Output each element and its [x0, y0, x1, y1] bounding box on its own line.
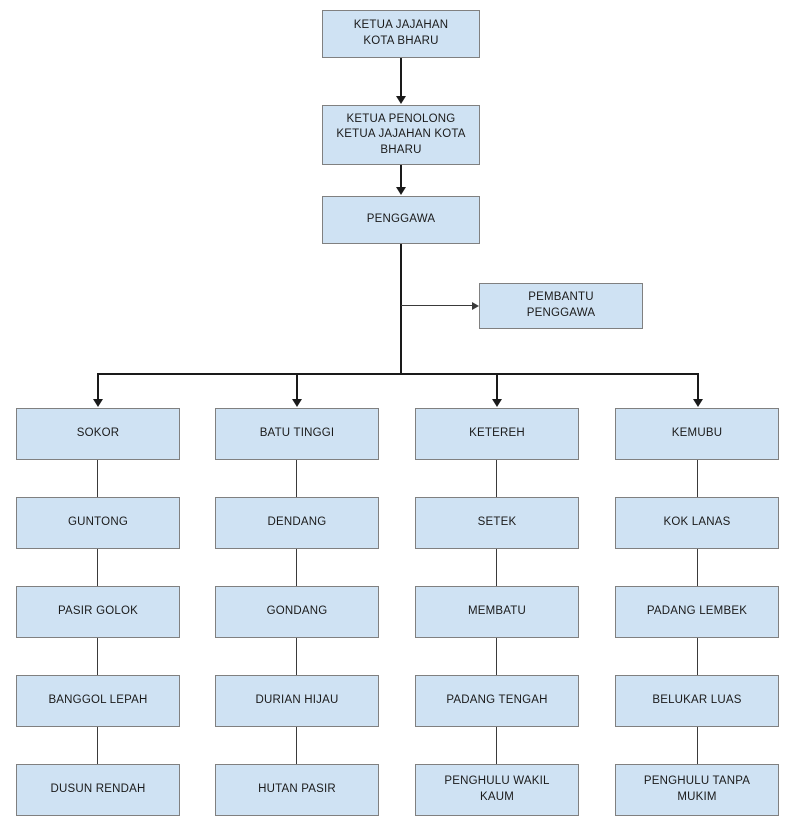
node-label: DUSUN RENDAH [50, 783, 146, 796]
connector-column-4-row-1 [697, 460, 698, 497]
node-column-3-item-3[interactable]: PADANG TENGAH [415, 675, 579, 727]
node-label: DENDANG [267, 516, 327, 529]
node-label: KEMUBU [671, 427, 723, 440]
node-label: KETUA JAJAHAN KOTA BHARU [353, 19, 449, 47]
node-label: PENGGAWA [366, 213, 436, 226]
connector-column-2-row-1 [296, 460, 297, 497]
node-column-1-item-2[interactable]: PASIR GOLOK [16, 586, 180, 638]
node-label: BANGGOL LEPAH [48, 694, 148, 707]
node-column-3-head[interactable]: KETEREH [415, 408, 579, 460]
node-label: PENGHULU WAKIL KAUM [444, 775, 550, 803]
node-column-3-item-4[interactable]: PENGHULU WAKIL KAUM [415, 764, 579, 816]
connector-column-4-row-4 [697, 727, 698, 764]
node-penggawa[interactable]: PENGGAWA [322, 196, 480, 244]
connector-drop-column-2 [296, 373, 298, 400]
arrowhead-penolong-to-penggawa [396, 187, 406, 195]
connector-column-1-row-2 [97, 549, 98, 586]
node-column-2-item-3[interactable]: DURIAN HIJAU [215, 675, 379, 727]
connector-penggawa-to-pembantu [401, 305, 472, 306]
node-label: PASIR GOLOK [58, 605, 138, 618]
node-column-4-head[interactable]: KEMUBU [615, 408, 779, 460]
node-label: KETUA PENOLONG KETUA JAJAHAN KOTA BHARU [336, 112, 466, 156]
connector-penolong-to-penggawa [400, 165, 402, 188]
node-pembantu-penggawa[interactable]: PEMBANTU PENGGAWA [479, 283, 643, 329]
node-label: MEMBATU [467, 605, 527, 618]
node-column-1-head[interactable]: SOKOR [16, 408, 180, 460]
arrowhead-column-2 [292, 399, 302, 407]
connector-column-3-row-2 [496, 549, 497, 586]
connector-penggawa-trunk [400, 244, 402, 374]
node-label: BELUKAR LUAS [652, 694, 742, 707]
connector-column-2-row-3 [296, 638, 297, 675]
node-column-4-item-1[interactable]: KOK LANAS [615, 497, 779, 549]
node-column-1-item-4[interactable]: DUSUN RENDAH [16, 764, 180, 816]
node-column-3-item-1[interactable]: SETEK [415, 497, 579, 549]
node-ketua-penolong[interactable]: KETUA PENOLONG KETUA JAJAHAN KOTA BHARU [322, 105, 480, 165]
node-column-1-item-3[interactable]: BANGGOL LEPAH [16, 675, 180, 727]
connector-column-3-row-3 [496, 638, 497, 675]
arrowhead-penggawa-to-pembantu [472, 302, 479, 310]
arrowhead-column-4 [693, 399, 703, 407]
connector-column-2-row-4 [296, 727, 297, 764]
node-ketua-jajahan[interactable]: KETUA JAJAHAN KOTA BHARU [322, 10, 480, 58]
node-column-2-item-4[interactable]: HUTAN PASIR [215, 764, 379, 816]
node-column-4-item-2[interactable]: PADANG LEMBEK [615, 586, 779, 638]
node-column-4-item-3[interactable]: BELUKAR LUAS [615, 675, 779, 727]
node-label: PEMBANTU PENGGAWA [526, 291, 596, 319]
connector-distribution-bar [97, 373, 699, 375]
connector-column-3-row-4 [496, 727, 497, 764]
connector-ketua-to-penolong [400, 58, 402, 98]
node-label: BATU TINGGI [259, 427, 335, 440]
connector-drop-column-3 [496, 373, 498, 400]
connector-column-1-row-1 [97, 460, 98, 497]
arrowhead-column-1 [93, 399, 103, 407]
node-label: PADANG LEMBEK [646, 605, 748, 618]
node-column-2-item-2[interactable]: GONDANG [215, 586, 379, 638]
connector-column-2-row-2 [296, 549, 297, 586]
connector-column-3-row-1 [496, 460, 497, 497]
node-label: KOK LANAS [663, 516, 731, 529]
connector-column-1-row-4 [97, 727, 98, 764]
node-column-3-item-2[interactable]: MEMBATU [415, 586, 579, 638]
node-column-2-head[interactable]: BATU TINGGI [215, 408, 379, 460]
node-column-1-item-1[interactable]: GUNTONG [16, 497, 180, 549]
connector-drop-column-4 [697, 373, 699, 400]
node-label: SETEK [477, 516, 517, 529]
node-label: GUNTONG [68, 516, 128, 529]
node-label: SOKOR [76, 427, 120, 440]
node-label: DURIAN HIJAU [255, 694, 339, 707]
node-column-2-item-1[interactable]: DENDANG [215, 497, 379, 549]
node-column-4-item-4[interactable]: PENGHULU TANPA MUKIM [615, 764, 779, 816]
arrowhead-column-3 [492, 399, 502, 407]
arrowhead-ketua-to-penolong [396, 96, 406, 104]
node-label: KETEREH [469, 427, 525, 440]
node-label: PADANG TENGAH [446, 694, 548, 707]
node-label: HUTAN PASIR [258, 783, 336, 796]
node-label: GONDANG [266, 605, 328, 618]
connector-column-4-row-2 [697, 549, 698, 586]
connector-column-4-row-3 [697, 638, 698, 675]
node-label: PENGHULU TANPA MUKIM [643, 775, 751, 803]
connector-drop-column-1 [97, 373, 99, 400]
connector-column-1-row-3 [97, 638, 98, 675]
